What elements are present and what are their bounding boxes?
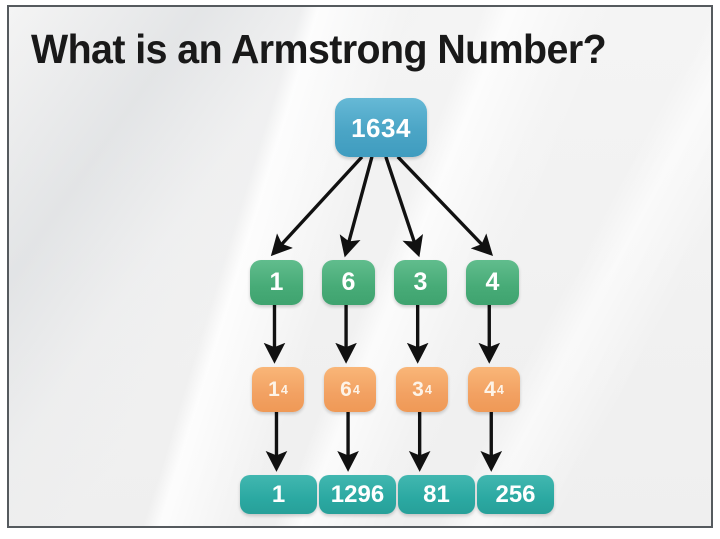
power-base: 1	[268, 378, 280, 401]
node-label: 6	[341, 268, 356, 296]
power-base: 3	[412, 378, 424, 401]
arrow-line	[270, 155, 364, 257]
node-digit-6-1: 6	[322, 260, 375, 305]
node-result-1296-1: 1296	[319, 475, 396, 514]
node-label: 81	[423, 480, 450, 508]
node-label: 1	[269, 268, 284, 296]
node-result-81-2: 81	[398, 475, 475, 514]
arrow-line	[396, 155, 494, 257]
node-label: 256	[495, 480, 536, 508]
node-label: 3	[413, 268, 428, 296]
page-title: What is an Armstrong Number?	[31, 26, 607, 72]
power-base: 6	[340, 378, 352, 401]
arrow-line	[384, 156, 424, 258]
node-label: 1	[271, 480, 286, 508]
power-base: 4	[484, 378, 496, 401]
node-digit-4-3: 4	[466, 260, 519, 305]
node-label: 4	[485, 268, 500, 296]
node-result-256-3: 256	[477, 475, 554, 514]
node-digit-1-0: 1	[250, 260, 303, 305]
arrow-line	[339, 156, 374, 258]
node-label: 1296	[330, 480, 385, 508]
edge-lines	[263, 155, 503, 472]
node-label: 1634	[351, 112, 411, 143]
node-digit-3-2: 3	[394, 260, 447, 305]
node-result-1-0: 1	[240, 475, 317, 514]
node-root-number: 1634	[335, 98, 427, 157]
